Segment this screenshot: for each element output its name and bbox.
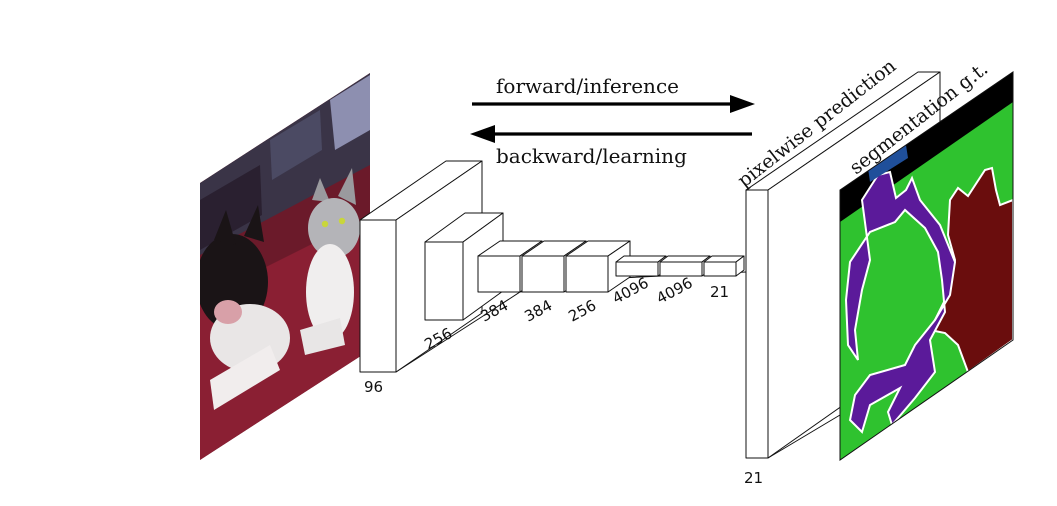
conv-layer-box (703, 255, 745, 277)
layer-depth-label: 96 (364, 378, 383, 396)
box-front-face (477, 255, 521, 293)
box-front-face (659, 261, 703, 277)
box-front-face (359, 219, 397, 373)
input-photo (200, 73, 370, 460)
layer-depth-label: 256 (565, 296, 599, 325)
photo-dog (200, 205, 290, 410)
prediction-depth-label: 21 (744, 469, 763, 487)
layer-depth-label: 4096 (653, 274, 695, 308)
prediction-connector (767, 414, 841, 459)
conv-layer-box (615, 255, 667, 277)
conv-layer-box (659, 255, 711, 277)
box-front-face (521, 255, 565, 293)
backward-label: backward/learning (496, 144, 687, 168)
box-front-face (703, 261, 737, 277)
forward-arrow (472, 95, 755, 113)
photo-cat (300, 168, 360, 355)
box-front-face (565, 255, 609, 293)
backward-arrow (470, 125, 752, 143)
box-front-face (424, 241, 464, 321)
box-front-face (615, 261, 659, 277)
forward-label: forward/inference (496, 74, 679, 98)
layer-depth-label: 21 (710, 283, 729, 301)
layer-depth-label: 384 (521, 296, 555, 325)
